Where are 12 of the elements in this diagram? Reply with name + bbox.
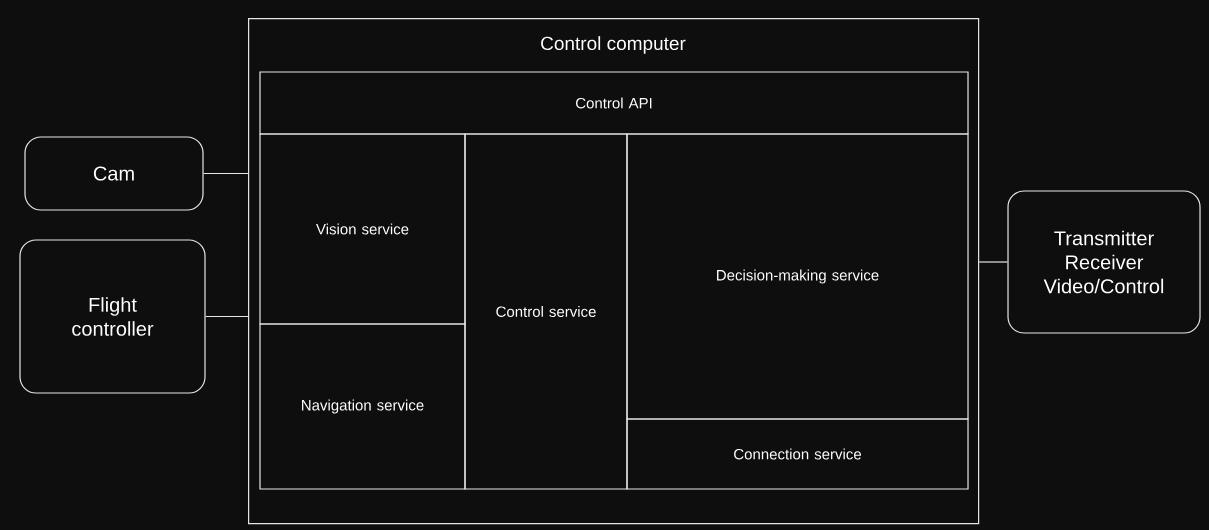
device-box: Flight controller xyxy=(19,239,206,394)
service-box: Navigation service xyxy=(259,323,466,490)
service-box: Decision-making service xyxy=(626,133,969,420)
service-box: Connection service xyxy=(626,418,969,490)
service-box: Vision service xyxy=(259,133,466,325)
service-box: Control service xyxy=(464,133,628,490)
service-box: Control API xyxy=(259,71,969,135)
device-box: Transmitter Receiver Video/Control xyxy=(1007,190,1201,334)
device-box: Cam xyxy=(24,136,204,211)
connector-line xyxy=(978,261,1008,263)
connector-line xyxy=(203,172,249,175)
connector-line xyxy=(205,315,249,318)
